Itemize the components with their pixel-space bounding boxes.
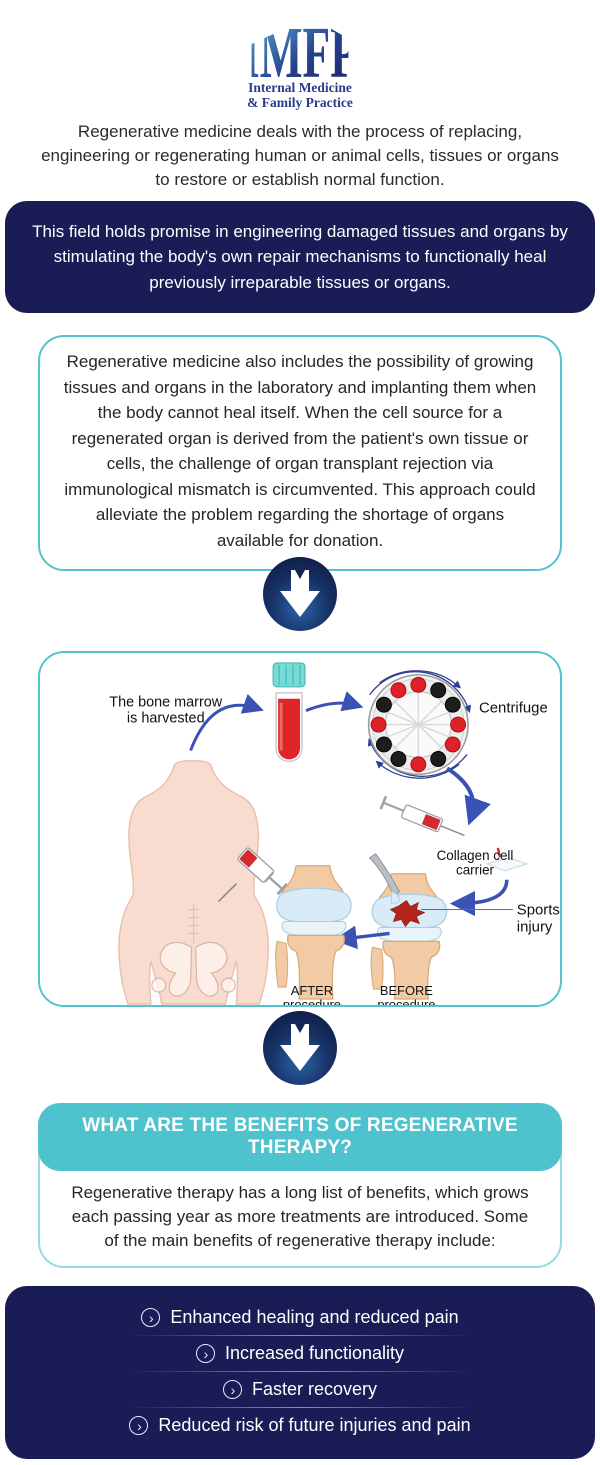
sports-injury-label-line2: injury — [517, 920, 553, 936]
divider — [109, 1371, 491, 1373]
divider — [109, 1407, 491, 1409]
bone-marrow-syringe-icon — [217, 847, 289, 903]
after-label-line2: procedure — [283, 997, 341, 1005]
benefits-list: › Enhanced healing and reduced pain › In… — [5, 1286, 595, 1460]
torso-back-illustration — [118, 759, 269, 1005]
collagen-label-line2: carrier — [456, 863, 495, 878]
benefit-label: Reduced risk of future injuries and pain — [158, 1415, 471, 1436]
collagen-label-line1: Collagen cell — [437, 848, 514, 863]
chevron-circle-icon: › — [141, 1308, 161, 1328]
benefits-heading: WHAT ARE THE BENEFITS OF REGENERATIVE TH… — [38, 1103, 562, 1172]
promise-box: This field holds promise in engineering … — [5, 200, 595, 314]
logo-acronym: IMFP — [242, 14, 358, 78]
arrow-before-to-after — [333, 925, 390, 950]
before-label-line2: procedure — [377, 997, 435, 1005]
list-item: › Increased functionality — [35, 1336, 565, 1371]
promise-text: This field holds promise in engineering … — [32, 221, 568, 292]
down-arrow-icon — [263, 1011, 337, 1086]
knee-before-illustration — [368, 853, 448, 1000]
logo-text: Internal Medicine & Family Practice — [0, 80, 600, 110]
list-item: › Faster recovery — [35, 1372, 565, 1407]
logo-line2: & Family Practice — [247, 95, 353, 111]
header: IMFP Internal Medicine & Family Practice — [0, 0, 600, 110]
arrow-carrier-to-knee — [449, 879, 509, 917]
knee-after-illustration — [275, 865, 352, 1000]
possibility-box: Regenerative medicine also includes the … — [38, 335, 562, 572]
benefit-label: Enhanced healing and reduced pain — [170, 1307, 459, 1328]
centrifuge-tubes — [370, 676, 467, 773]
benefits-section: WHAT ARE THE BENEFITS OF REGENERATIVE TH… — [38, 1103, 562, 1269]
arrow-centrifuge-to-carrier — [446, 766, 491, 826]
imfp-logo-icon: IMFP — [242, 14, 358, 78]
arrow-tube-to-centrifuge — [305, 691, 364, 713]
centrifuge-label: Centrifuge — [479, 701, 548, 717]
bone-marrow-label-line2: is harvested — [127, 711, 205, 727]
illustration-canvas: The bone marrow is harvested — [109, 662, 560, 1005]
benefit-label: Increased functionality — [224, 1343, 405, 1364]
centrifuge-icon — [367, 670, 472, 779]
intro-paragraph: Regenerative medicine deals with the pro… — [41, 122, 559, 190]
logo-line1: Internal Medicine — [248, 80, 352, 95]
benefits-intro: Regenerative therapy has a long list of … — [71, 1183, 529, 1250]
chevron-circle-icon: › — [195, 1344, 215, 1364]
collagen-syringe-icon — [379, 795, 529, 872]
down-arrow-icon — [263, 557, 337, 632]
benefit-label: Faster recovery — [251, 1379, 378, 1400]
collagen-carrier-icon — [485, 857, 529, 872]
list-item: › Reduced risk of future injuries and pa… — [35, 1408, 565, 1443]
pelvis-bones — [151, 941, 236, 997]
sports-injury-label-line1: Sports — [517, 903, 560, 919]
blood-test-tube-icon — [272, 662, 306, 763]
possibility-text: Regenerative medicine also includes the … — [63, 352, 537, 550]
sports-injury-spot — [389, 900, 426, 928]
list-item: › Enhanced healing and reduced pain — [35, 1300, 565, 1335]
chevron-circle-icon: › — [129, 1416, 149, 1436]
divider — [109, 1335, 491, 1337]
arrow-body-to-tube — [189, 694, 264, 752]
before-label-line1: BEFORE — [380, 983, 433, 998]
bone-marrow-procedure-illustration: The bone marrow is harvested — [38, 651, 562, 1008]
chevron-circle-icon: › — [222, 1380, 242, 1400]
bone-marrow-label-line1: The bone marrow — [109, 695, 222, 711]
after-label-line1: AFTER — [291, 983, 333, 998]
